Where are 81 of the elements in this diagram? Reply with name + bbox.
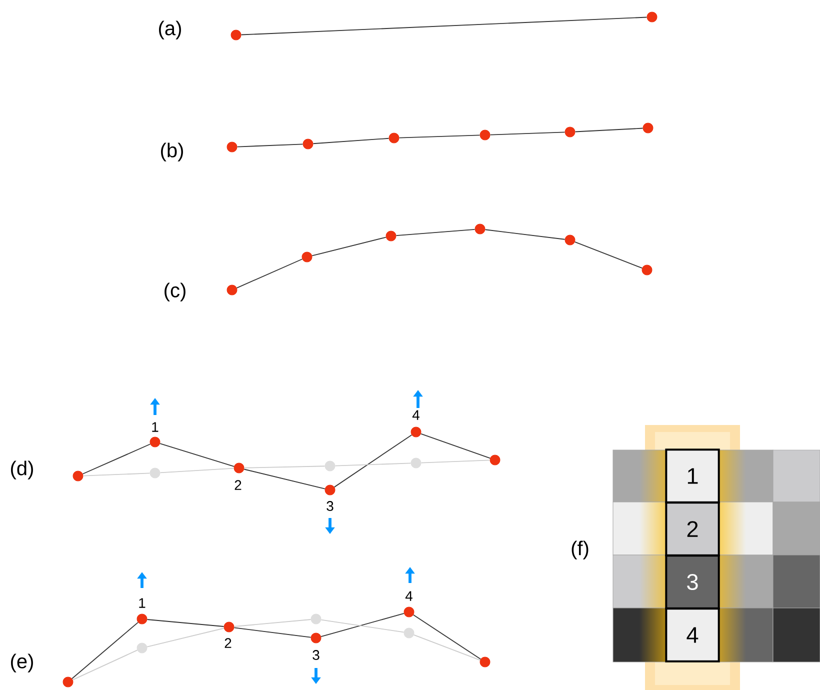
panel-label: (e) [11, 654, 33, 672]
polyline-segment [420, 433, 491, 459]
point-number: 3 [312, 650, 320, 660]
faded-point [310, 614, 322, 624]
point-number: 1 [139, 598, 146, 608]
panel-label: (b) [161, 142, 183, 162]
point-number: 4 [405, 591, 412, 601]
faded-line [334, 462, 412, 466]
polyline-segment [574, 128, 644, 132]
panel-label: (c) [164, 282, 186, 302]
point-dot [386, 230, 396, 242]
point-dot [646, 12, 658, 22]
panel-label: (f) [572, 540, 588, 560]
faded-line [72, 650, 138, 680]
faded-line [413, 634, 481, 661]
faded-line [420, 460, 490, 464]
point-dot [234, 462, 244, 474]
point-dot [230, 30, 242, 40]
point-dot [410, 426, 422, 438]
numbered-cell: 1 [665, 448, 720, 504]
faded-line [234, 619, 312, 627]
point-dot [564, 234, 576, 246]
faded-line [146, 628, 224, 648]
faded-line [82, 472, 150, 476]
point-dot [62, 676, 74, 688]
numbered-cell: 3 [665, 554, 720, 610]
point-dot [480, 656, 490, 668]
polyline-segment [160, 443, 234, 467]
faded-point [324, 460, 336, 472]
point-dot [642, 122, 654, 134]
point-number: 3 [326, 501, 334, 511]
point-dot [150, 436, 160, 448]
panel-label: (a) [159, 20, 181, 40]
polyline-segment [244, 468, 326, 490]
point-dot [388, 132, 400, 144]
polyline-segment [320, 612, 404, 638]
polyline-segment [490, 132, 566, 136]
panel-label: (d) [11, 460, 33, 480]
faded-point [136, 642, 148, 654]
faded-point [410, 458, 422, 468]
polyline-segment [398, 134, 480, 138]
polyline-segment [312, 236, 386, 256]
point-dot [136, 614, 148, 624]
point-number: 2 [224, 638, 232, 648]
point-dot [302, 252, 312, 262]
point-number: 4 [412, 410, 420, 420]
point-dot [490, 454, 500, 466]
point-dot [480, 130, 490, 140]
point-dot [72, 470, 84, 482]
polyline-segment [312, 138, 390, 144]
point-dot [226, 142, 238, 152]
faded-line [320, 619, 404, 633]
polyline-segment [240, 16, 648, 36]
polyline-segment [574, 241, 643, 269]
polyline-segment [234, 627, 312, 638]
polyline-segment [236, 258, 303, 288]
point-dot [310, 632, 322, 644]
point-dot [642, 264, 652, 276]
point-dot [302, 138, 314, 150]
polyline-segment [334, 434, 412, 488]
numbered-cell: 4 [665, 608, 720, 662]
point-dot [564, 126, 576, 138]
faded-line [244, 466, 326, 468]
polyline-segment [72, 622, 138, 680]
polyline-segment [82, 444, 151, 474]
polyline-segment [236, 144, 304, 148]
polyline-segment [484, 229, 566, 240]
point-dot [404, 606, 414, 618]
point-number: 2 [234, 480, 242, 490]
point-number: 1 [152, 422, 158, 432]
polyline-segment [412, 614, 482, 660]
point-dot [324, 484, 336, 496]
polyline-segment [146, 619, 224, 627]
faded-point [404, 628, 414, 638]
point-dot [224, 622, 234, 632]
faded-point [150, 468, 160, 478]
numbered-cell: 2 [665, 502, 720, 556]
faded-line [160, 468, 234, 474]
point-dot [226, 284, 238, 296]
point-dot [474, 224, 486, 234]
polyline-segment [396, 228, 476, 236]
